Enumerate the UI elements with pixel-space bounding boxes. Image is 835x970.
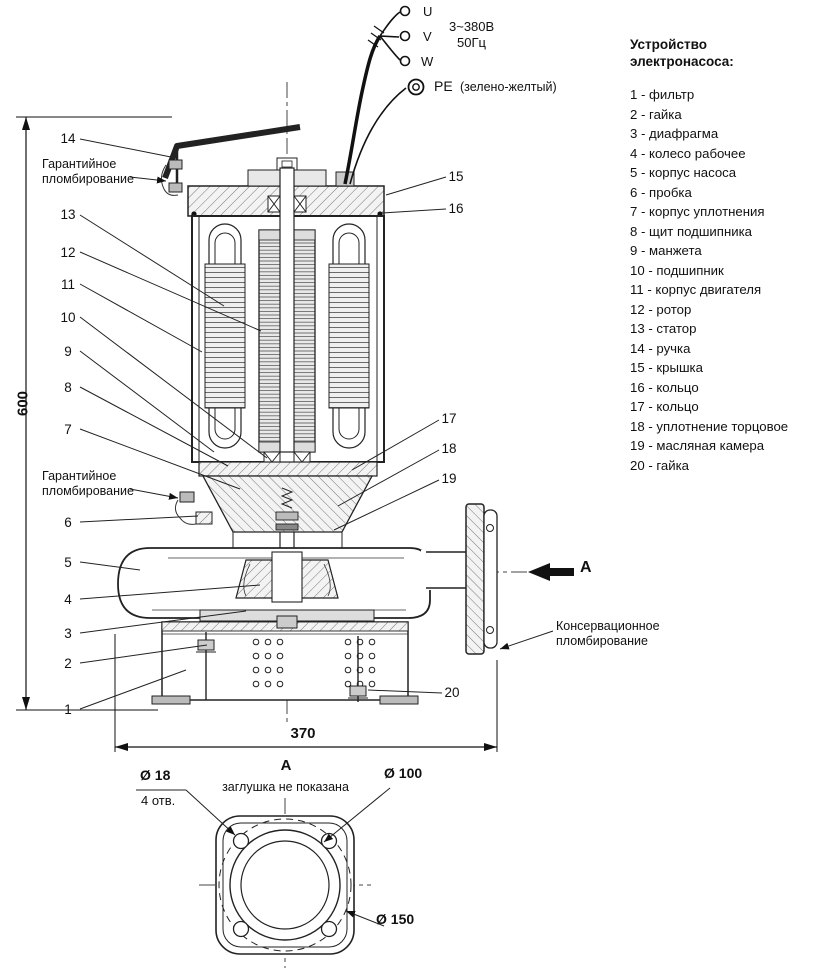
frequency-label: 50Гц [457,35,486,50]
warranty-seal-top-bolts [160,159,183,196]
callout-9: 9 [64,344,72,359]
callout-6: 6 [64,515,72,530]
view-a-label: А [580,559,592,576]
parts-list-item-8: 8 - щит подшипника [630,223,752,239]
warranty-seal-bottom-bolt [174,491,213,525]
bottom-view-label: А [280,757,292,774]
parts-list-title-line2: электронасоса: [630,54,734,69]
bottom-view-flange [136,787,391,955]
parts-list-item-9: 9 - манжета [630,243,702,258]
terminal-v-icon [399,30,411,42]
dimension-370-lines [114,634,498,752]
dimension-height: 600 [14,390,32,417]
plug-part [195,511,213,525]
terminal-w-label: W [421,54,434,69]
callout-16: 16 [448,201,464,216]
parts-list-item-7: 7 - корпус уплотнения [630,204,765,219]
callout-17: 17 [441,411,457,426]
callout-19: 19 [441,471,457,486]
terminal-u-icon [399,5,411,17]
callout-12: 12 [60,245,76,260]
parts-list: Устройство электронасоса: 1 - фильтр 2 -… [630,36,808,475]
dimension-hole-count: 4 отв. [141,793,176,808]
dimension-inner-diameter: Ø 100 [384,765,423,781]
callout-13: 13 [60,207,76,222]
callout-15: 15 [448,169,464,184]
dimension-hole-diameter: Ø 18 [140,767,171,783]
callout-4: 4 [64,592,72,607]
pe-terminal-icon [407,78,425,96]
callout-8: 8 [64,380,72,395]
parts-list-item-17: 17 - кольцо [630,399,699,414]
parts-list-item-10: 10 - подшипник [630,262,724,278]
parts-list-item-18: 18 - уплотнение торцовое [630,418,789,434]
terminal-w-icon [399,55,411,67]
mechanical-seal-spring [280,487,294,509]
parts-list-item-3: 3 - диафрагма [630,126,719,141]
parts-list-item-16: 16 - кольцо [630,379,699,395]
power-cable [343,5,425,185]
leader-lines [79,138,554,710]
parts-list-item-2: 2 - гайка [630,106,682,122]
bolt-hole [232,920,250,938]
parts-list-item-20: 20 - гайка [630,457,690,473]
callout-2: 2 [64,656,72,671]
parts-list-item-4: 4 - колесо рабочее [630,145,746,161]
callout-3: 3 [64,626,72,641]
terminal-u-label: U [423,4,433,19]
parts-list-item-5: 5 - корпус насоса [630,165,737,180]
bottom-view-note: заглушка не показана [222,780,349,794]
fastener-parts [196,615,368,702]
seal-housing-part [201,475,374,552]
parts-list-title-line1: Устройство [630,37,707,52]
parts-list-items: 1 - фильтр 2 - гайка 3 - диафрагма 4 - к… [630,85,808,475]
terminal-v-label: V [423,29,432,44]
filter-part [151,621,419,705]
callout-20: 20 [444,685,460,700]
parts-list-item-19: 19 - масляная камера [630,438,765,453]
warranty-seal-label-top: Гарантийное пломбирование [42,157,134,186]
parts-list-item-6: 6 - пробка [630,184,692,200]
bolt-hole [320,832,338,850]
parts-list-item-1: 1 - фильтр [630,87,695,102]
callout-10: 10 [60,310,76,325]
discharge-pipe [426,551,466,589]
parts-list-item-15: 15 - крышка [630,360,703,375]
pe-color-note: (зелено-желтый) [460,80,557,94]
conservation-seal-label: Консервационное пломбирование [556,619,660,648]
callout-1: 1 [64,702,72,717]
bearing-shield-part [198,461,378,477]
warranty-seal-label-bottom: Гарантийное пломбирование [42,469,134,498]
callout-7: 7 [64,422,72,437]
view-a-arrow [528,563,574,581]
callout-14: 14 [60,131,76,146]
discharge-flange-part [465,503,498,655]
pe-label: PE [434,78,453,94]
callout-11: 11 [60,277,75,292]
parts-list-item-13: 13 - статор [630,321,697,336]
callout-5: 5 [64,555,72,570]
callout-18: 18 [441,441,457,456]
parts-list-item-14: 14 - ручка [630,340,691,356]
dimension-width: 370 [290,725,316,742]
parts-list-item-11: 11 - корпус двигателя [630,282,762,297]
dimension-outer-diameter: Ø 150 [376,911,415,927]
parts-list-item-12: 12 - ротор [630,301,692,317]
bolt-hole [232,832,250,850]
impeller-part [235,551,339,603]
bolt-hole [320,920,338,938]
stator-part [204,223,370,449]
dimension-600-lines [16,116,172,711]
voltage-label: 3~380В [449,19,495,34]
